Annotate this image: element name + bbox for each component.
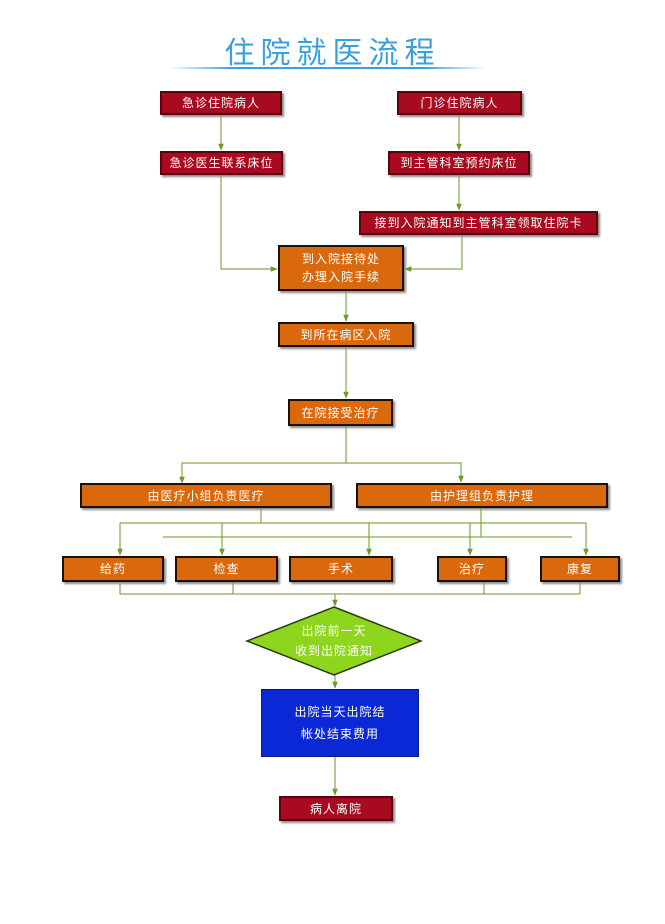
node-discharge-notice: 出院前一天 收到出院通知 xyxy=(248,608,420,674)
node-patient-leaves: 病人离院 xyxy=(279,796,393,821)
node-label: 到主管科室预约床位 xyxy=(400,156,518,170)
node-receive-notice: 接到入院通知到主管科室领取住院卡 xyxy=(359,211,598,235)
node-label-line1: 出院前一天 xyxy=(301,624,367,638)
node-label: 门诊住院病人 xyxy=(420,96,499,110)
node-rehabilitation: 康复 xyxy=(540,556,620,582)
node-label: 给药 xyxy=(99,562,126,576)
node-label: 急诊医生联系床位 xyxy=(169,156,274,170)
node-examination: 检查 xyxy=(175,556,278,582)
node-discharge-checkout: 出院当天出院结 帐处结束费用 xyxy=(261,689,419,757)
node-outpatient-patient: 门诊住院病人 xyxy=(397,91,522,115)
node-label: 在院接受治疗 xyxy=(301,405,380,420)
node-label-line2: 帐处结束费用 xyxy=(300,727,379,741)
node-nursing-team: 由护理组负责护理 xyxy=(356,483,608,508)
node-label-line2: 办理入院手续 xyxy=(301,270,380,284)
title-underline xyxy=(168,67,488,69)
node-receive-treatment: 在院接受治疗 xyxy=(288,399,393,426)
node-medical-team: 由医疗小组负责医疗 xyxy=(80,483,332,508)
page-title: 住院就医流程 xyxy=(224,36,441,71)
node-label: 检查 xyxy=(213,562,240,576)
node-label: 急诊住院病人 xyxy=(181,96,260,110)
node-label: 接到入院通知到主管科室领取住院卡 xyxy=(374,216,583,230)
node-dept-reserve-bed: 到主管科室预约床位 xyxy=(388,151,530,175)
node-label: 由医疗小组负责医疗 xyxy=(147,488,265,503)
discharge-decision-diamond xyxy=(244,606,424,676)
node-label: 康复 xyxy=(566,562,593,576)
node-emergency-doctor-bed: 急诊医生联系床位 xyxy=(160,151,283,175)
node-emergency-patient: 急诊住院病人 xyxy=(160,91,282,115)
node-treatment: 治疗 xyxy=(437,556,507,582)
node-label: 治疗 xyxy=(458,562,485,576)
node-medication: 给药 xyxy=(62,556,164,582)
node-label: 到所在病区入院 xyxy=(300,327,392,342)
node-label-line2: 收到出院通知 xyxy=(294,644,373,658)
node-label: 手术 xyxy=(327,562,354,576)
node-label: 病人离院 xyxy=(309,801,362,816)
node-label-line1: 到入院接待处 xyxy=(301,252,380,266)
node-ward-admission: 到所在病区入院 xyxy=(278,322,414,347)
node-surgery: 手术 xyxy=(289,556,393,582)
node-label-line1: 出院当天出院结 xyxy=(294,705,386,719)
node-label: 由护理组负责护理 xyxy=(429,488,534,503)
node-admission-reception: 到入院接待处 办理入院手续 xyxy=(278,245,404,291)
